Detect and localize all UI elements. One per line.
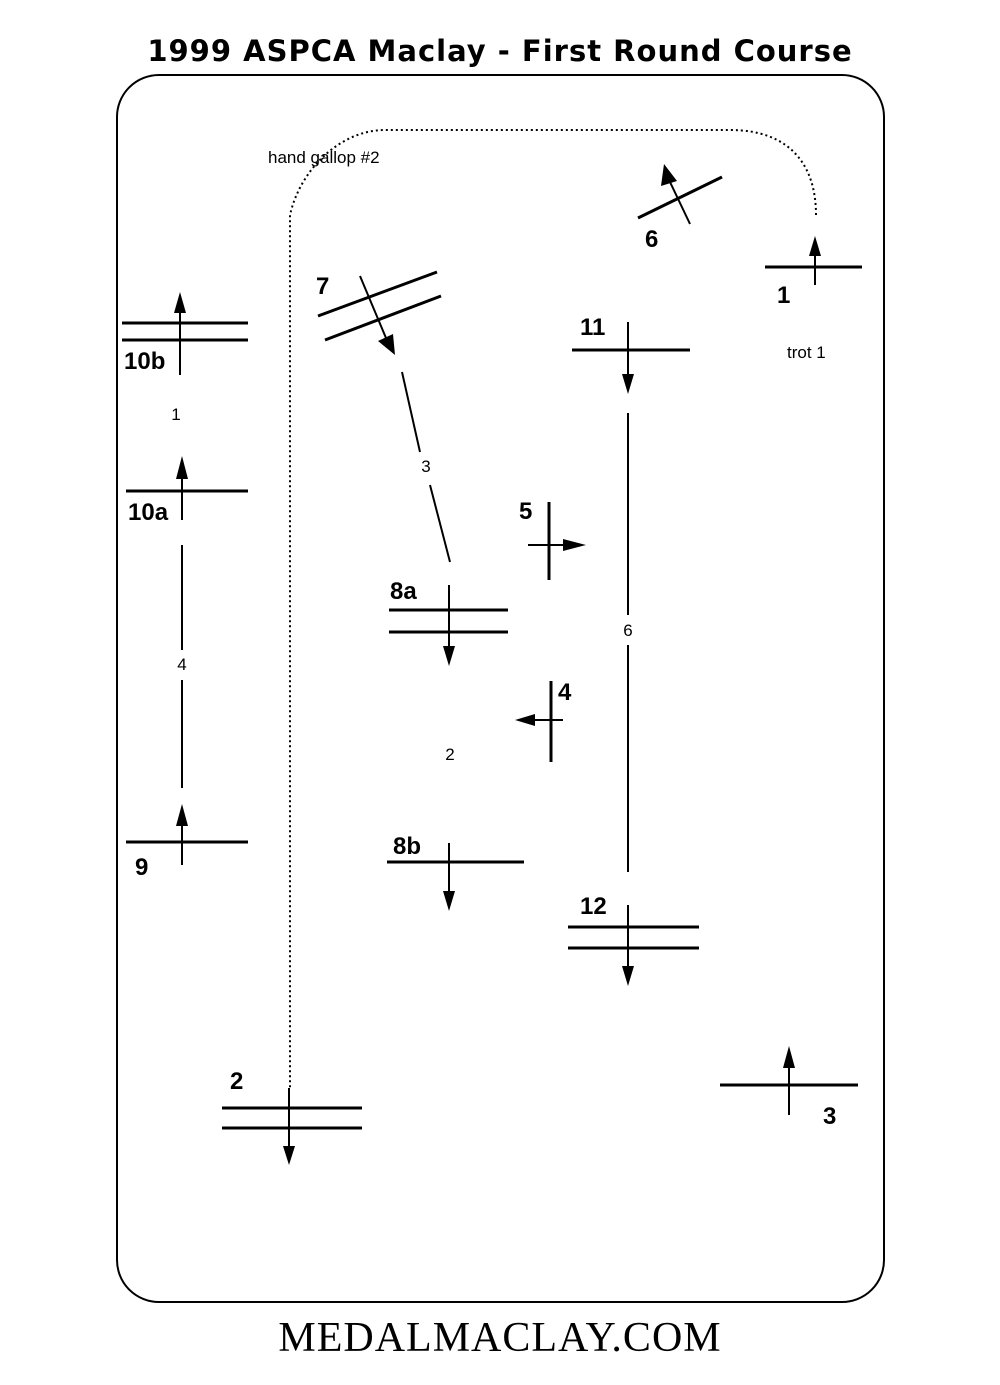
fence-10a-label: 10a bbox=[128, 499, 169, 526]
arrow-up-icon bbox=[176, 456, 188, 479]
fence-1-label: 1 bbox=[777, 282, 790, 309]
arrow-up-left-icon bbox=[661, 164, 677, 186]
arrow-down-icon bbox=[443, 646, 455, 666]
fence-10a bbox=[126, 456, 248, 520]
fence-5 bbox=[528, 502, 586, 580]
fence-3-label: 3 bbox=[823, 1103, 836, 1130]
fence-6 bbox=[637, 164, 723, 225]
arrow-up-icon bbox=[783, 1046, 795, 1068]
arrow-right-icon bbox=[563, 539, 586, 551]
arrow-down-icon bbox=[622, 966, 634, 986]
arrow-down-right-icon bbox=[378, 334, 395, 355]
fence-1 bbox=[765, 236, 862, 285]
stride-count-9-10: 4 bbox=[177, 655, 186, 674]
fence-7-label: 7 bbox=[316, 273, 329, 300]
fence-12-label: 12 bbox=[580, 893, 607, 920]
fence-9-label: 9 bbox=[135, 854, 148, 881]
arena-border bbox=[116, 74, 885, 1303]
page-title: 1999 ASPCA Maclay - First Round Course bbox=[147, 34, 853, 68]
fence-4-label: 4 bbox=[558, 679, 572, 706]
fence-8a-label: 8a bbox=[390, 578, 417, 605]
stride-count-8: 2 bbox=[445, 745, 454, 764]
arrow-down-icon bbox=[443, 891, 455, 911]
arrow-down-icon bbox=[622, 374, 634, 394]
arrow-left-icon bbox=[515, 714, 535, 726]
fence-8a bbox=[389, 585, 508, 666]
trot-note: trot 1 bbox=[787, 343, 826, 362]
fence-2-label: 2 bbox=[230, 1068, 243, 1095]
fence-11 bbox=[572, 322, 690, 394]
hand-gallop-path bbox=[289, 129, 817, 1090]
fence-6-label: 6 bbox=[645, 226, 658, 253]
fence-8b bbox=[387, 843, 524, 911]
fence-12 bbox=[568, 905, 699, 986]
stride-count-7-8: 3 bbox=[421, 457, 430, 476]
arrow-up-icon bbox=[174, 292, 186, 313]
fence-10b bbox=[122, 292, 248, 375]
stride-count-10: 1 bbox=[171, 405, 180, 424]
arrow-down-icon bbox=[283, 1146, 295, 1165]
stride-lines bbox=[181, 371, 629, 872]
fence-7 bbox=[317, 270, 442, 355]
hand-gallop-note: hand gallop #2 bbox=[268, 148, 380, 167]
fence-3 bbox=[720, 1046, 858, 1115]
site-footer: MEDALMACLAY.COM bbox=[278, 1315, 722, 1361]
fence-9 bbox=[126, 804, 248, 865]
fence-2 bbox=[222, 1088, 362, 1165]
fence-4 bbox=[515, 681, 563, 762]
stride-count-11-12: 6 bbox=[623, 621, 632, 640]
fence-8b-label: 8b bbox=[393, 833, 421, 860]
fence-5-label: 5 bbox=[519, 498, 532, 525]
fence-11-label: 11 bbox=[580, 314, 605, 341]
fence-10b-label: 10b bbox=[124, 348, 165, 375]
arrow-up-icon bbox=[809, 236, 821, 256]
arrow-up-icon bbox=[176, 804, 188, 826]
